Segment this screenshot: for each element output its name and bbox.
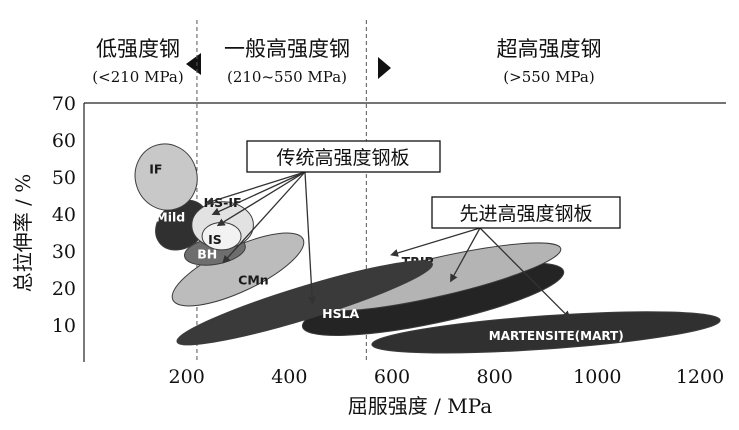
callout-conventional: 传统高强度钢板 [246, 140, 441, 173]
arrow-advanced-2 [479, 227, 571, 320]
family-label-mild: Mild [155, 210, 185, 225]
family-label-is: IS [208, 232, 222, 247]
x-tick-800: 800 [477, 366, 513, 388]
arrow-conventional-4 [304, 171, 317, 305]
arrow-conventional-0 [205, 171, 306, 205]
x-tick-400: 400 [271, 366, 307, 388]
y-tick-70: 70 [52, 93, 76, 115]
x-tick-labels: 200 400 600 800 1000 1200 [169, 366, 725, 388]
arrow-conventional-2 [216, 171, 306, 227]
x-axis-label: 屈服强度 / MPa [348, 394, 492, 418]
family-ellipse-martensite-mart [371, 311, 721, 354]
y-tick-40: 40 [52, 204, 76, 226]
y-tick-labels: 10 20 30 40 50 60 70 [52, 93, 76, 337]
region-high-range: (>550 MPa) [503, 68, 594, 86]
y-tick-60: 60 [52, 130, 76, 152]
family-label-bh: BH [197, 247, 217, 262]
region-high-name: 超高强度钢 [497, 37, 602, 61]
y-tick-50: 50 [52, 167, 76, 189]
region-mid-name: 一般高强度钢 [224, 37, 350, 61]
y-tick-20: 20 [52, 278, 76, 300]
y-tick-30: 30 [52, 241, 76, 263]
callout-conventional-text: 传统高强度钢板 [276, 147, 409, 169]
region-dividers [196, 20, 367, 362]
x-tick-600: 600 [374, 366, 410, 388]
arrow-advanced-1 [450, 227, 481, 283]
x-tick-1000: 1000 [573, 366, 621, 388]
region-mid-range: (210~550 MPa) [227, 68, 347, 86]
arrow-conventional-1 [211, 171, 306, 216]
family-label-martensite-mart: MARTENSITE(MART) [489, 329, 624, 343]
arrow-left-icon [186, 53, 201, 75]
family-ellipse-hsla [176, 260, 433, 346]
x-tick-200: 200 [169, 366, 205, 388]
region-low-range: (<210 MPa) [92, 68, 183, 86]
y-axis-label: 总拉伸率 / % [11, 174, 35, 292]
arrow-right-icon [378, 57, 391, 79]
axes [83, 102, 726, 362]
callout-advanced: 先进高强度钢板 [431, 196, 621, 229]
callout-arrows [205, 171, 571, 320]
region-header: 低强度钢 (<210 MPa) 一般高强度钢 (210~550 MPa) 超高强… [92, 37, 601, 86]
arrow-conventional-3 [222, 171, 306, 264]
family-label-cmn: CMn [238, 273, 269, 288]
y-tick-10: 10 [52, 315, 76, 337]
family-ellipse-if [134, 143, 198, 211]
x-tick-1200: 1200 [676, 366, 724, 388]
family-label-if: IF [149, 162, 162, 177]
arrow-advanced-0 [390, 227, 481, 257]
callout-advanced-text: 先进高强度钢板 [459, 203, 592, 225]
family-label-hsla: HSLA [322, 306, 359, 321]
region-low-name: 低强度钢 [96, 37, 180, 61]
